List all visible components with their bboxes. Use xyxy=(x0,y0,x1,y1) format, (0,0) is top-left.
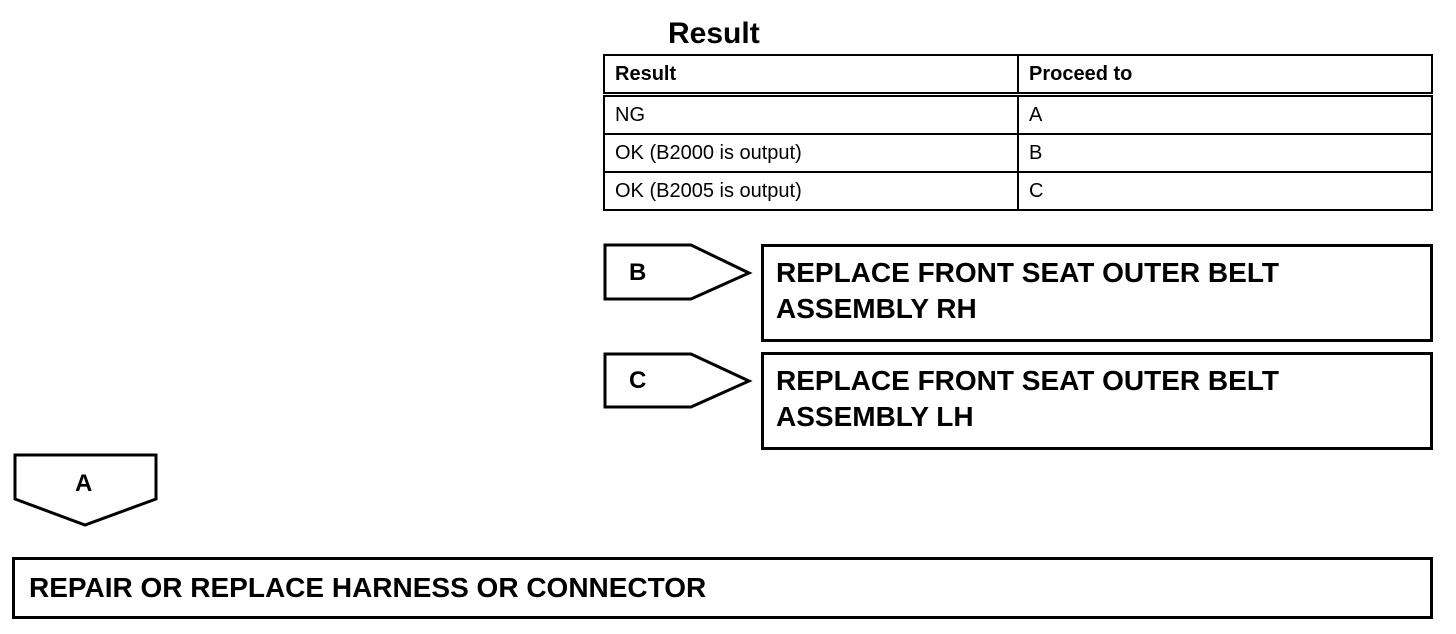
right-arrow-shape xyxy=(603,352,753,409)
action-b-text: REPLACE FRONT SEAT OUTER BELT ASSEMBLY R… xyxy=(776,257,1279,324)
result-cell: OK (B2005 is output) xyxy=(603,171,1019,211)
proceed-cell: A xyxy=(1017,93,1433,135)
header-proceed-to: Proceed to xyxy=(1017,54,1433,97)
proceed-cell: C xyxy=(1017,171,1433,211)
header-result: Result xyxy=(603,54,1019,97)
branch-c-arrow: C xyxy=(603,352,753,409)
branch-a-arrow: A xyxy=(13,453,158,527)
result-table: Result Proceed to NG A OK (B2000 is outp… xyxy=(603,54,1433,211)
table-row: OK (B2005 is output) C xyxy=(603,171,1433,211)
result-cell: NG xyxy=(603,93,1019,135)
table-header-row: Result Proceed to xyxy=(603,54,1433,97)
table-row: NG A xyxy=(603,93,1433,135)
result-cell: OK (B2000 is output) xyxy=(603,133,1019,173)
branch-a-label: A xyxy=(75,470,92,497)
table-row: OK (B2000 is output) B xyxy=(603,133,1433,173)
right-arrow-shape xyxy=(603,243,753,301)
action-c-text: REPLACE FRONT SEAT OUTER BELT ASSEMBLY L… xyxy=(776,365,1279,432)
branch-b-arrow: B xyxy=(603,243,753,301)
action-box-a: REPAIR OR REPLACE HARNESS OR CONNECTOR xyxy=(12,557,1433,619)
branch-b-label: B xyxy=(629,259,646,286)
proceed-cell: B xyxy=(1017,133,1433,173)
action-a-text: REPAIR OR REPLACE HARNESS OR CONNECTOR xyxy=(29,572,707,603)
down-arrow-shape xyxy=(13,453,158,527)
action-box-b: REPLACE FRONT SEAT OUTER BELT ASSEMBLY R… xyxy=(761,244,1433,342)
result-title: Result xyxy=(668,17,760,50)
branch-c-label: C xyxy=(629,367,646,394)
action-box-c: REPLACE FRONT SEAT OUTER BELT ASSEMBLY L… xyxy=(761,352,1433,450)
